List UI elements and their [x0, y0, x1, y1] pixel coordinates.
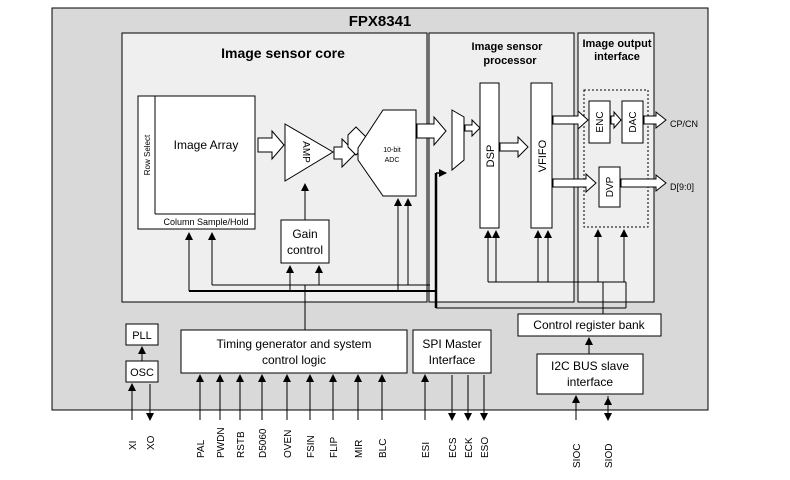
dvp-out-arrow [620, 173, 667, 193]
dac-block [621, 100, 644, 144]
amp-block [284, 123, 334, 182]
adc-label-1: 10-bit [383, 147, 401, 154]
dsp-label: DSP [485, 145, 497, 168]
pin-labels: XI XO PAL PWDN RSTB D5060 OVEN FSIN FLIP… [128, 427, 615, 468]
pin-oven: OVEN [283, 430, 294, 458]
timing-generator-label-2: control logic [262, 353, 326, 367]
processor-title-1: Image sensor [472, 41, 544, 53]
vfifo-label: VFIFO [537, 139, 549, 172]
control-register-label: Control register bank [533, 318, 645, 332]
timing-generator-block [180, 329, 408, 374]
column-sample-label: Column Sample/Hold [163, 217, 248, 227]
pin-ecs: ECS [448, 437, 459, 458]
spi-master-block [412, 329, 492, 374]
pin-eck: ECK [464, 437, 475, 458]
i2c-slave-label-1: I2C BUS slave [551, 359, 629, 373]
image-array-label: Image Array [174, 138, 239, 152]
pin-mir: MIR [354, 440, 365, 458]
i2c-slave-block [536, 353, 644, 395]
dvp-block [598, 166, 621, 208]
dsp-to-vfifo-arrow [499, 135, 529, 159]
pin-sioc: SIOC [572, 444, 583, 468]
pin-fsin: FSIN [306, 435, 317, 458]
sensor-core-title: Image sensor core [221, 45, 345, 61]
pin-pwdn: PWDN [216, 427, 227, 458]
gain-control-label-2: control [287, 243, 323, 257]
pin-rstb: RSTB [236, 431, 247, 458]
output-title-2: interface [594, 51, 640, 63]
pin-siod: SIOD [604, 444, 615, 468]
pin-lines [128, 374, 612, 421]
control-register-block [517, 313, 662, 337]
processor-title-2: processor [483, 55, 537, 67]
vfifo-to-dvp-arrow [552, 172, 597, 194]
row-select-label: Row Select [143, 134, 152, 175]
adc-label-2: ADC [385, 157, 400, 164]
internal-bus [189, 169, 627, 330]
pin-blc: BLC [378, 439, 389, 458]
dac-out-arrow [643, 110, 667, 130]
timing-generator-label-1: Timing generator and system [217, 337, 372, 351]
osc-label: OSC [130, 367, 154, 379]
dac-label: DAC [628, 111, 639, 132]
pin-d5060: D5060 [258, 428, 269, 458]
adc-block [357, 109, 417, 197]
gain-control-label-1: Gain [292, 227, 317, 241]
enc-label: ENC [595, 111, 606, 132]
i2c-slave-label-2: interface [567, 375, 613, 389]
dsp-block [479, 82, 500, 229]
pll-block [125, 323, 159, 346]
mux-to-dsp-arrow [464, 118, 481, 138]
control-arrows [185, 198, 628, 291]
pin-esi: ESI [421, 442, 432, 458]
pin-eso: ESO [480, 437, 491, 458]
pll-label: PLL [132, 330, 152, 342]
vfifo-to-enc-arrow [552, 109, 589, 131]
enc-block [588, 100, 611, 144]
image-array-block [137, 95, 256, 230]
d90-label: D[9:0] [670, 182, 694, 192]
amp-label: AMP [300, 141, 311, 163]
chip-title: FPX8341 [349, 13, 412, 30]
pin-flip: FLIP [329, 437, 340, 458]
mux-block [451, 109, 465, 172]
output-title-1: Image output [582, 38, 651, 50]
pin-xo: XO [146, 435, 157, 450]
vfifo-block [530, 82, 553, 229]
enc-to-dac-arrow [610, 110, 622, 130]
array-to-amp-arrow [257, 129, 285, 161]
adc-to-mux-arrow [416, 115, 447, 147]
output-subbox [583, 89, 649, 228]
cpcn-label: CP/CN [670, 119, 698, 129]
spi-master-label-2: Interface [429, 353, 476, 367]
amp-to-adc-arrow [333, 137, 357, 169]
spi-master-label-1: SPI Master [422, 337, 481, 351]
dvp-label: DVP [605, 176, 616, 197]
pin-pal: PAL [196, 439, 207, 458]
pin-xi: XI [128, 441, 139, 450]
